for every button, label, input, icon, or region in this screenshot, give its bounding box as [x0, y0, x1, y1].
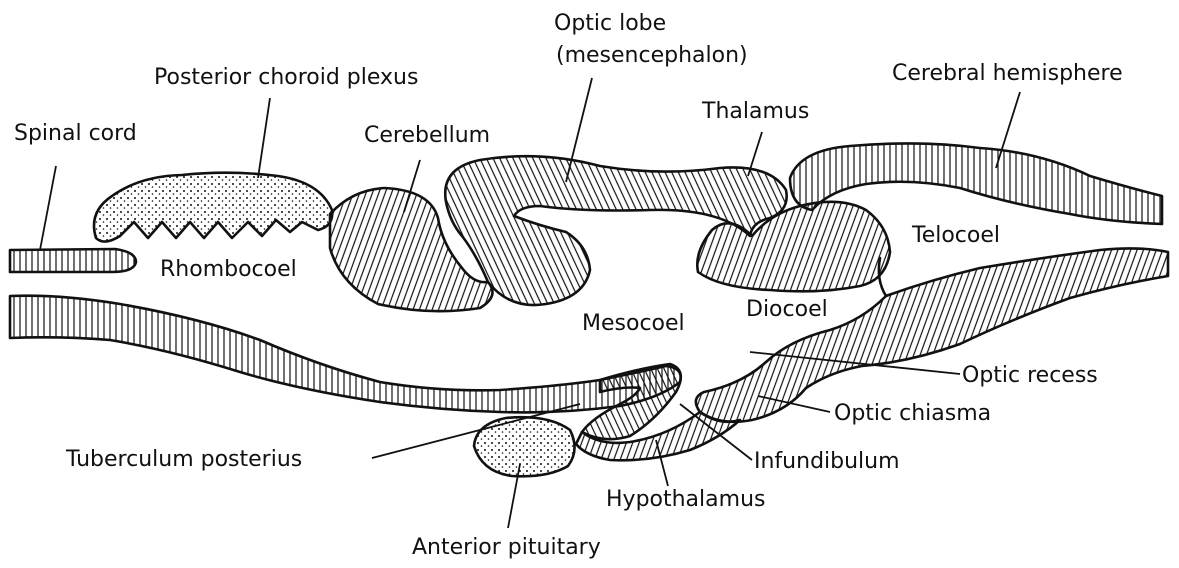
label-thalamus: Thalamus [701, 99, 809, 124]
label-optic-lobe: Optic lobe [554, 11, 666, 36]
leader-choroid-plexus [258, 98, 270, 178]
leader-spinal-cord [40, 166, 56, 250]
label-cerebellum: Cerebellum [364, 123, 490, 148]
label-cerebral-hemisphere: Cerebral hemisphere [892, 61, 1123, 86]
label-mesencephalon: (mesencephalon) [556, 43, 748, 68]
label-hypothalamus: Hypothalamus [606, 487, 765, 512]
label-optic-chiasma: Optic chiasma [834, 401, 991, 426]
label-rhombocoel: Rhombocoel [160, 257, 297, 282]
label-posterior-choroid-plexus: Posterior choroid plexus [154, 65, 418, 90]
posterior-choroid-plexus-shape [94, 173, 332, 242]
label-anterior-pituitary: Anterior pituitary [412, 535, 601, 560]
label-spinal-cord: Spinal cord [14, 121, 137, 146]
spinal-cord-dorsal-wall [10, 249, 136, 272]
label-mesocoel: Mesocoel [582, 311, 685, 336]
label-infundibulum: Infundibulum [754, 449, 900, 474]
label-diocoel: Diocoel [746, 297, 828, 322]
label-optic-recess: Optic recess [962, 363, 1098, 388]
hindbrain-floor-shape [10, 296, 681, 413]
label-telocoel: Telocoel [911, 223, 1000, 248]
label-tuberculum-posterius: Tuberculum posterius [65, 447, 302, 472]
anterior-pituitary-shape [474, 417, 575, 476]
